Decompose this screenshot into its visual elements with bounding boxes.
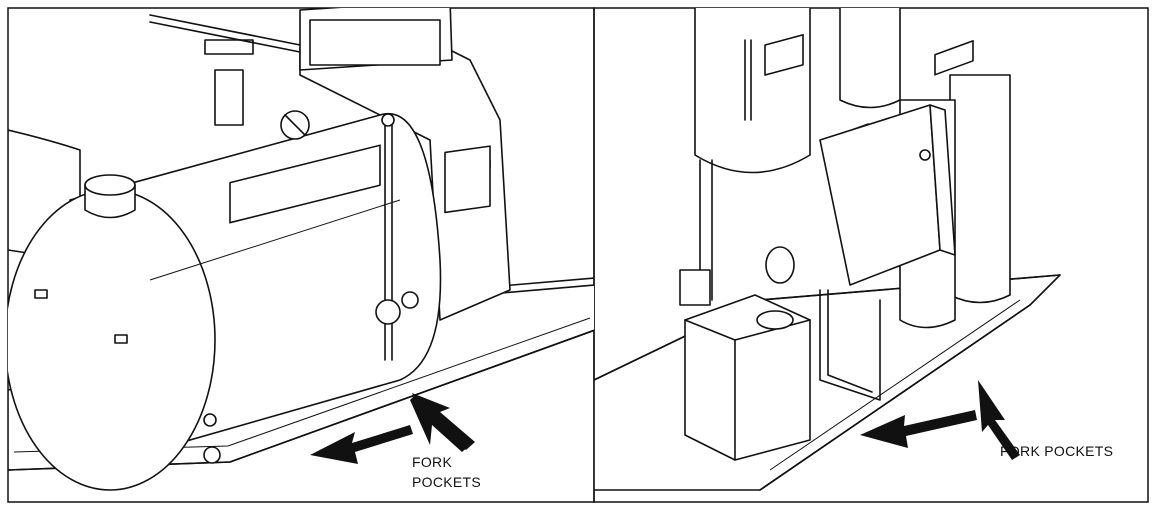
boiler-end-cap — [8, 189, 216, 491]
right-callout-line-1: FORK POCKETS — [1000, 443, 1113, 459]
fork-pocket-arrow-2 — [310, 425, 413, 464]
left-callout-line-1: FORK — [412, 454, 452, 470]
fork-pocket-arrow-3 — [978, 380, 1020, 460]
tall-vessel — [694, 8, 811, 174]
left-callout-line-2: POCKETS — [412, 474, 481, 490]
chemical-tank — [684, 294, 811, 461]
fork-pocket-arrow-4 — [860, 410, 977, 448]
fork-pocket-arrow-1-shape — [412, 393, 475, 450]
right-panel-illustration — [594, 8, 1061, 491]
left-panel-illustration — [8, 8, 594, 491]
